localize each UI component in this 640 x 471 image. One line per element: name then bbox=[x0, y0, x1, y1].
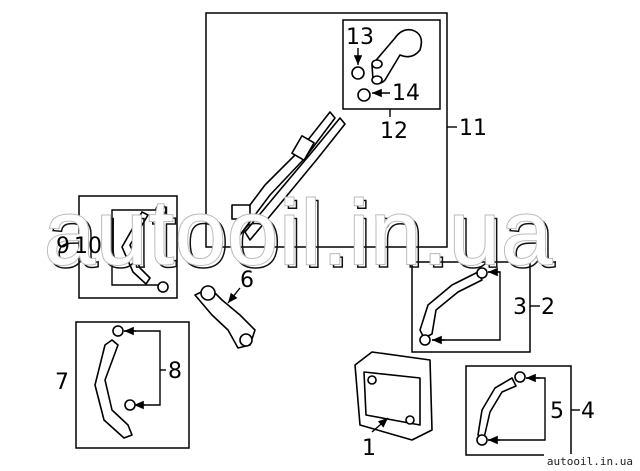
svg-text:autooil.in.ua: autooil.in.ua bbox=[47, 185, 556, 287]
part-1-oil-cooler bbox=[354, 351, 433, 441]
part-9-hose bbox=[121, 211, 151, 285]
part-12-hose bbox=[371, 28, 423, 85]
callout-13: 13 bbox=[346, 25, 374, 50]
part-6-outlet bbox=[194, 285, 256, 349]
group-box-9-10 bbox=[78, 195, 178, 299]
part-5-hose bbox=[477, 377, 517, 439]
group-box-12 bbox=[342, 19, 441, 110]
part-7-hose bbox=[94, 339, 133, 439]
callout-12: 12 bbox=[380, 119, 408, 144]
clamp-14 bbox=[357, 88, 371, 102]
callout-6: 6 bbox=[240, 268, 254, 293]
callout-9: 9 bbox=[56, 234, 70, 259]
watermark: autooil.in.ua autooil.in.ua bbox=[43, 181, 556, 288]
part-11-pipes bbox=[231, 111, 346, 241]
footer-site-label: autooil.in.ua bbox=[543, 454, 636, 469]
callout-5: 5 bbox=[550, 399, 564, 424]
group-box-11 bbox=[205, 12, 448, 248]
callout-7: 7 bbox=[55, 370, 69, 395]
callout-8: 8 bbox=[168, 359, 182, 384]
callout-4: 4 bbox=[581, 399, 595, 424]
callout-11: 11 bbox=[459, 116, 487, 141]
callout-2: 2 bbox=[541, 295, 555, 320]
callout-14: 14 bbox=[392, 81, 420, 106]
svg-text:autooil.in.ua: autooil.in.ua bbox=[44, 182, 553, 284]
callout-1: 1 bbox=[362, 436, 376, 461]
group-box-2-3 bbox=[411, 261, 531, 353]
clamp-13 bbox=[351, 66, 365, 80]
group-box-7-8 bbox=[75, 321, 190, 449]
callout-3: 3 bbox=[513, 295, 527, 320]
callout-10: 10 bbox=[74, 234, 102, 259]
